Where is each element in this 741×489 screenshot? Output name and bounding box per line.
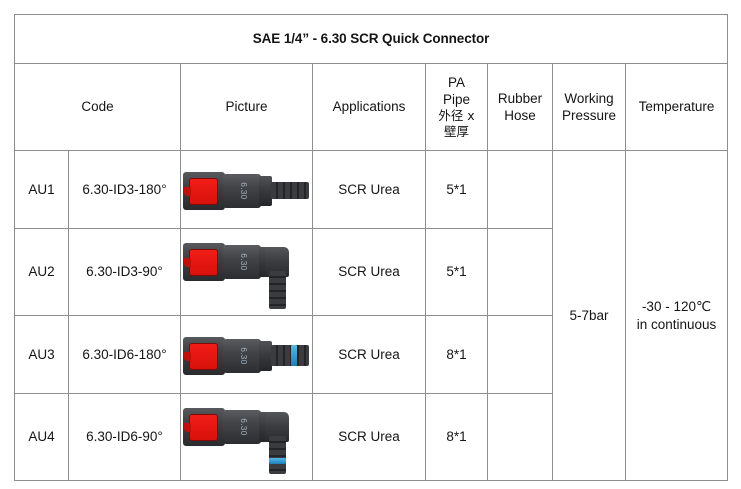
cell-code-au1: AU1 [14, 150, 69, 229]
pa-pipe-line-2: Pipe [442, 92, 471, 107]
table-row: AU4 6.30-ID6-90° 6.30 SCR Urea 8*1 [14, 393, 728, 481]
size-marking-label: 6.30 [238, 253, 248, 271]
connector-barrel [222, 245, 261, 279]
rubber-hose-line-2: Hose [504, 108, 536, 123]
pa-pipe-line-1: PA [447, 74, 465, 90]
table-header-row: Code Picture Applications PA Pipe 外径 x 壁… [14, 63, 729, 151]
temperature-range: -30 - 120℃ [641, 299, 712, 315]
blue-seal-ring [268, 458, 286, 464]
cell-picture-au3: 6.30 [180, 315, 313, 394]
cell-pa-pipe-au4: 8*1 [425, 393, 488, 481]
red-release-clip [183, 343, 217, 369]
column-header-code: Code [14, 63, 181, 151]
cell-rubber-hose-au3 [487, 315, 553, 394]
column-header-pa-pipe: PA Pipe 外径 x 壁厚 [425, 63, 488, 151]
red-release-clip [183, 178, 217, 204]
barbed-hose-tail [270, 181, 309, 199]
column-header-working-pressure: Working Pressure [552, 63, 626, 151]
barbed-hose-tail [268, 436, 286, 474]
quick-connector-elbow-id6-image: 6.30 [182, 394, 311, 480]
page-title: SAE 1/4” - 6.30 SCR Quick Connector [13, 14, 729, 64]
cell-applications-au4: SCR Urea [312, 393, 426, 481]
pa-pipe-line-4: 壁厚 [443, 124, 469, 140]
cell-picture-au4: 6.30 [180, 393, 313, 481]
blue-seal-ring [290, 344, 297, 366]
size-marking-label: 6.30 [238, 346, 248, 365]
column-header-rubber-hose: Rubber Hose [487, 63, 553, 151]
cell-code-au2: AU2 [14, 228, 69, 316]
quick-connector-elbow-id3-image: 6.30 [182, 229, 311, 315]
table-title-row: SAE 1/4” - 6.30 SCR Quick Connector [13, 14, 729, 64]
table-row: AU3 6.30-ID6-180° 6.30 SCR Urea 8*1 [14, 315, 728, 394]
cell-code-au4: AU4 [14, 393, 69, 481]
pa-pipe-line-3: 外径 x [438, 108, 475, 124]
cell-applications-au1: SCR Urea [312, 150, 426, 229]
cell-model-au2: 6.30-ID3-90° [68, 228, 181, 316]
cell-rubber-hose-au4 [487, 393, 553, 481]
cell-temperature-merged: -30 - 120℃ in continuous [624, 150, 729, 481]
column-header-picture: Picture [180, 63, 313, 151]
working-pressure-line-1: Working [564, 90, 614, 106]
cell-rubber-hose-au2 [487, 228, 553, 316]
cell-model-au3: 6.30-ID6-180° [68, 315, 181, 394]
connector-barrel [222, 338, 261, 373]
cell-applications-au3: SCR Urea [312, 315, 426, 394]
quick-connector-straight-id6-image: 6.30 [182, 319, 311, 391]
working-pressure-line-2: Pressure [561, 108, 617, 123]
connector-barrel [222, 173, 261, 208]
barbed-hose-tail [270, 344, 309, 366]
cell-picture-au2: 6.30 [180, 228, 313, 316]
barbed-hose-tail [268, 271, 286, 309]
cell-applications-au2: SCR Urea [312, 228, 426, 316]
cell-pa-pipe-au3: 8*1 [425, 315, 488, 394]
column-header-temperature: Temperature [624, 63, 729, 151]
connector-collar [258, 175, 272, 206]
temperature-condition: in continuous [636, 316, 717, 332]
table-row: AU2 6.30-ID3-90° 6.30 SCR Urea 5*1 [14, 228, 728, 316]
connector-barrel [222, 410, 261, 444]
quick-connector-straight-id3-image: 6.30 [182, 154, 311, 226]
cell-working-pressure-merged: 5-7bar [552, 150, 626, 481]
cell-pa-pipe-au2: 5*1 [425, 228, 488, 316]
table-row: AU1 6.30-ID3-180° 6.30 SCR Urea 5*1 5-7b… [14, 150, 729, 481]
cell-pa-pipe-au1: 5*1 [425, 150, 488, 229]
connector-collar [258, 340, 272, 371]
size-marking-label: 6.30 [238, 418, 248, 436]
product-spec-table: SAE 1/4” - 6.30 SCR Quick Connector Code… [13, 14, 729, 481]
cell-model-au4: 6.30-ID6-90° [68, 393, 181, 481]
cell-rubber-hose-au1 [487, 150, 553, 229]
red-release-clip [183, 415, 217, 440]
cell-model-au1: 6.30-ID3-180° [68, 150, 181, 229]
size-marking-label: 6.30 [238, 181, 248, 200]
cell-code-au3: AU3 [14, 315, 69, 394]
column-header-applications: Applications [312, 63, 426, 151]
cell-picture-au1: 6.30 [180, 150, 313, 229]
rubber-hose-line-1: Rubber [497, 90, 543, 106]
red-release-clip [183, 250, 217, 275]
